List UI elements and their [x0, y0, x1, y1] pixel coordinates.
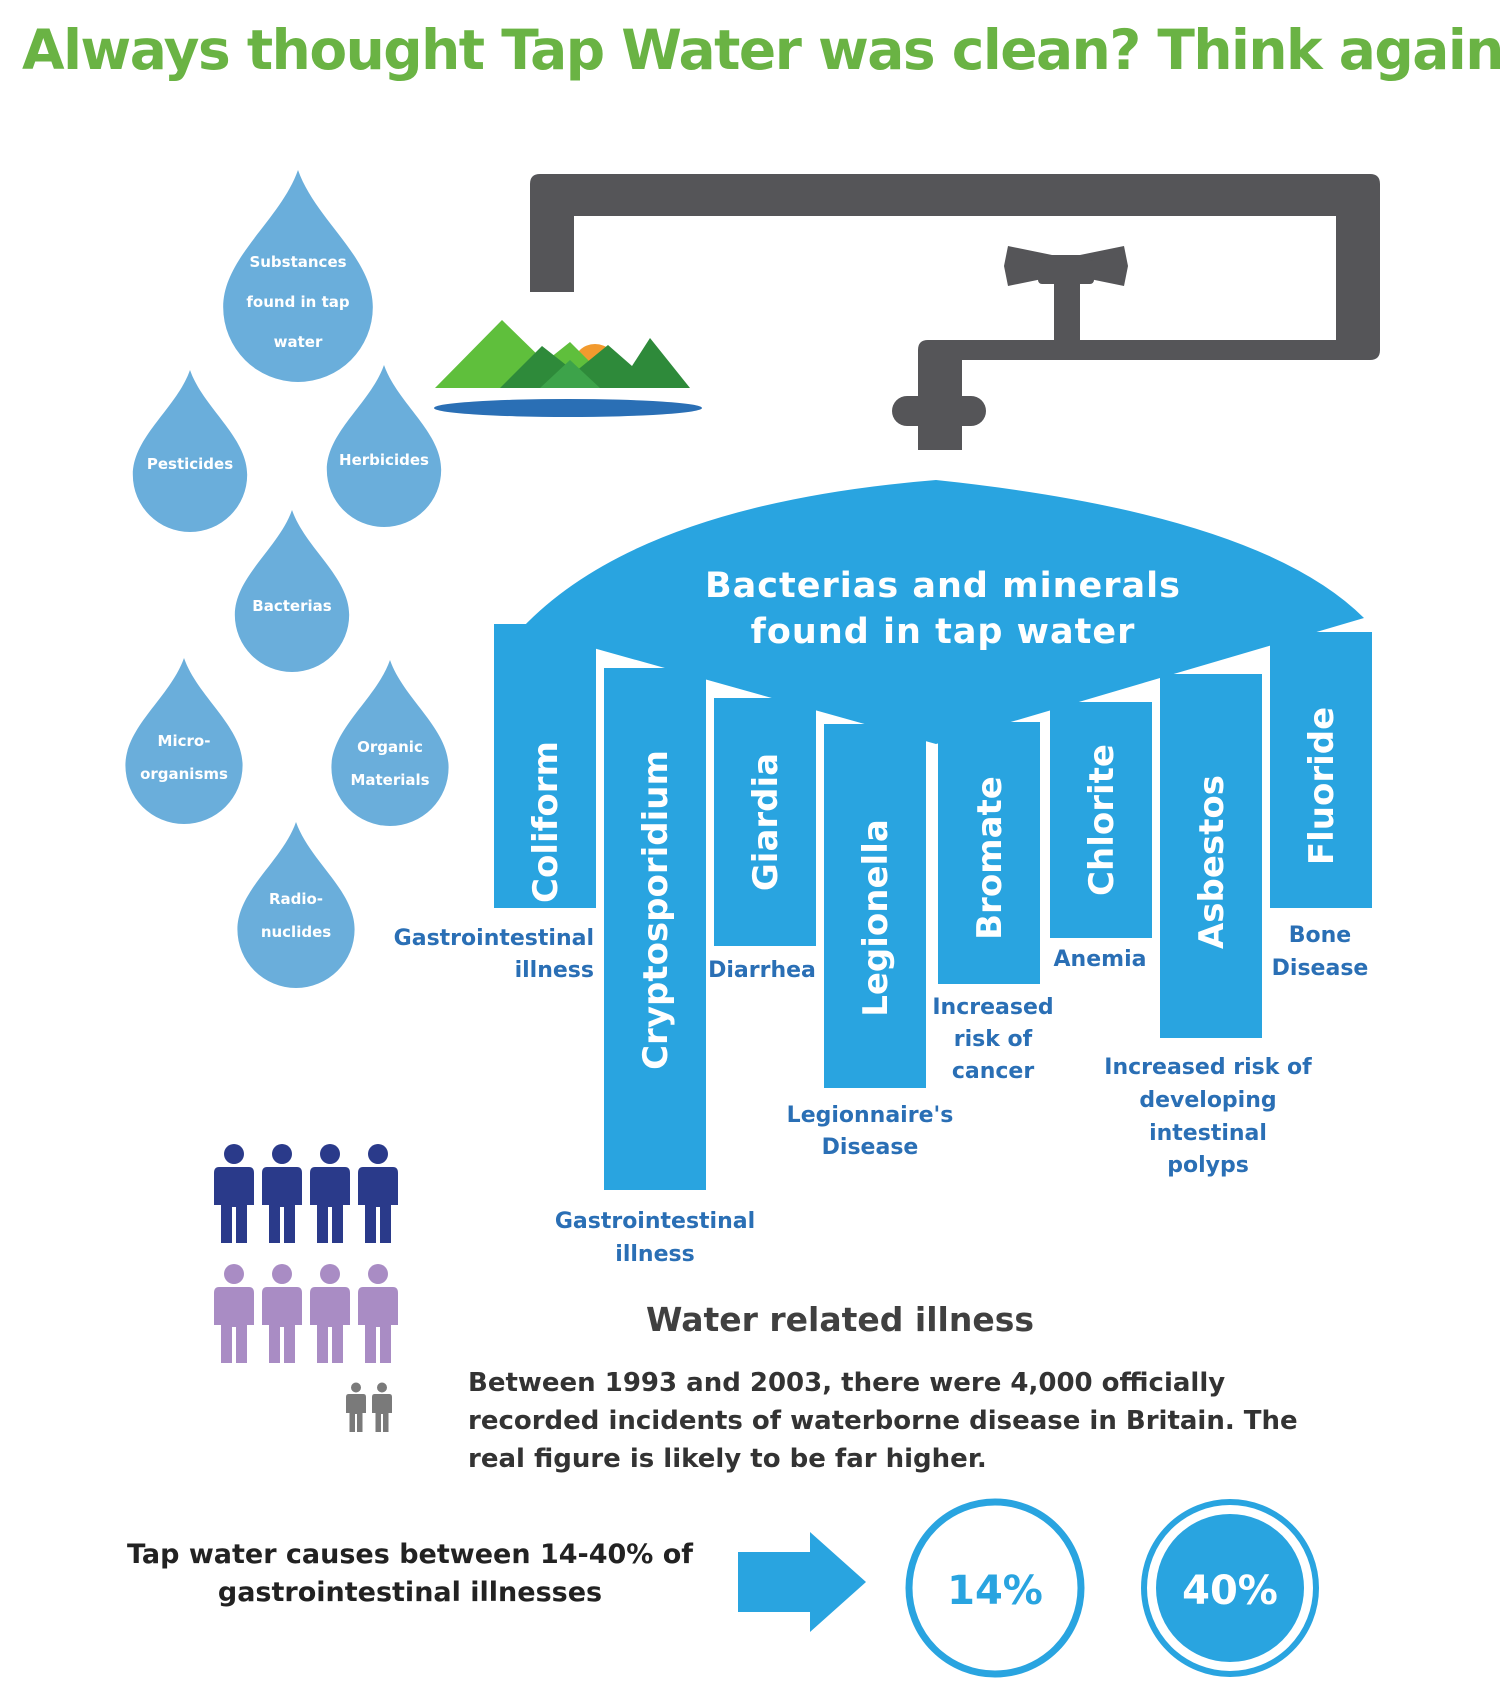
- funnel-title-line: Bacterias and minerals: [705, 566, 1181, 606]
- column-label: Giardia: [746, 753, 786, 891]
- column-label: Chlorite: [1082, 744, 1122, 896]
- person-icon: [310, 1264, 350, 1363]
- causes-statement: Tap water causes between 14-40% of gastr…: [126, 1539, 694, 1608]
- column-bar: [1050, 702, 1152, 938]
- drop-label: found in tap: [246, 293, 349, 311]
- people-icons: [214, 1144, 398, 1432]
- effect-text: intestinal: [1149, 1121, 1267, 1146]
- person-icon: [262, 1264, 302, 1363]
- person-icon: [358, 1144, 398, 1243]
- drop-label: Herbicides: [339, 451, 429, 469]
- percent-circle-low: 14%: [905, 1498, 1085, 1678]
- funnel-head: [522, 480, 1364, 744]
- funnel-title-line: found in tap water: [751, 612, 1136, 652]
- column-label: Legionella: [856, 819, 896, 1017]
- percent-high: 40%: [1182, 1568, 1278, 1614]
- column-bar: [938, 722, 1040, 984]
- person-icon: [214, 1144, 254, 1243]
- effect-text: Bone: [1289, 923, 1351, 948]
- substance-drops: Substances found in tap water Pesticides…: [125, 170, 449, 988]
- page-title: Always thought Tap Water was clean? Thin…: [22, 18, 1500, 82]
- drop-pesticides: Pesticides: [132, 370, 248, 532]
- percent-circle-high: 40%: [1141, 1499, 1319, 1677]
- funnel-chart: Bacterias and minerals found in tap wate…: [494, 480, 1372, 1190]
- drop-micro-organisms: Micro- organisms: [125, 658, 243, 824]
- column-bar: [1160, 674, 1262, 1038]
- effect-text: Anemia: [1054, 947, 1147, 972]
- effect-text: risk of: [954, 1027, 1033, 1052]
- person-icon: [372, 1382, 392, 1432]
- effect-text: Increased risk of: [1104, 1055, 1312, 1080]
- drop-label: Materials: [350, 771, 429, 789]
- column-bar: [604, 668, 706, 1190]
- effect-text: polyps: [1167, 1153, 1249, 1178]
- column-effects: Gastrointestinal illness Gastrointestina…: [394, 923, 1369, 1267]
- drop-label: Substances: [249, 253, 346, 271]
- drop-organic-materials: Organic Materials: [331, 660, 449, 826]
- drop-herbicides: Herbicides: [326, 365, 442, 527]
- effect-text: Disease: [1272, 956, 1369, 981]
- effect-text: Legionnaire's: [787, 1103, 954, 1128]
- drop-label: Bacterias: [252, 597, 331, 615]
- illness-section-body: Between 1993 and 2003, there were 4,000 …: [468, 1368, 1298, 1474]
- effect-text: Disease: [822, 1135, 919, 1160]
- column-label: Fluoride: [1302, 707, 1342, 865]
- column-label: Asbestos: [1192, 775, 1232, 949]
- drop-label: water: [274, 333, 323, 351]
- person-icon: [310, 1144, 350, 1243]
- column-label: Bromate: [970, 776, 1010, 940]
- drop-label: Pesticides: [147, 455, 233, 473]
- effect-text: illness: [515, 958, 594, 983]
- person-icon: [262, 1144, 302, 1243]
- mountain-landscape-icon: [434, 320, 702, 417]
- percent-low: 14%: [947, 1568, 1043, 1614]
- effect-text: Gastrointestinal: [394, 926, 594, 951]
- drop-bacterias: Bacterias: [234, 510, 350, 672]
- column-bar: [494, 624, 596, 908]
- drop-label: nuclides: [261, 923, 331, 941]
- person-icon: [358, 1264, 398, 1363]
- drop-radionuclides: Radio- nuclides: [237, 822, 355, 988]
- column-bar: [824, 724, 926, 1088]
- column-bar: [714, 698, 816, 946]
- effect-text: developing: [1139, 1088, 1276, 1113]
- person-icon: [346, 1382, 366, 1432]
- effect-text: cancer: [952, 1059, 1035, 1084]
- people-row-gray: [346, 1382, 392, 1432]
- illness-section-title: Water related illness: [645, 1300, 1034, 1339]
- people-row-dark: [214, 1144, 398, 1243]
- drop-substances: Substances found in tap water: [223, 170, 373, 382]
- people-row-purple: [214, 1264, 398, 1363]
- arrow-right-icon: [738, 1532, 866, 1632]
- column-bar: [1270, 632, 1372, 908]
- column-label: Cryptosporidium: [636, 750, 676, 1070]
- effect-text: illness: [615, 1242, 694, 1267]
- effect-text: Gastrointestinal: [555, 1209, 755, 1234]
- tap-faucet-icon: [530, 174, 1380, 450]
- drop-label: Radio-: [269, 890, 323, 908]
- drop-label: Organic: [357, 738, 423, 756]
- effect-text: Increased: [932, 995, 1053, 1020]
- effect-text: Diarrhea: [708, 958, 816, 983]
- drop-label: Micro-: [158, 732, 211, 750]
- drop-label: organisms: [140, 765, 228, 783]
- column-label: Coliform: [526, 741, 566, 903]
- person-icon: [214, 1264, 254, 1363]
